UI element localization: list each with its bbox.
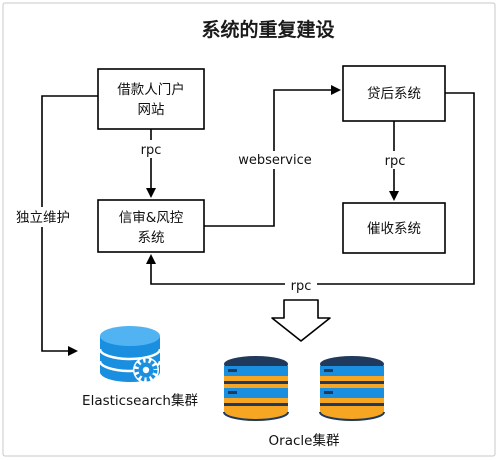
edge-label-bg <box>136 140 166 158</box>
edge-label-bg <box>380 151 410 169</box>
oracle-database-icon <box>319 356 385 421</box>
edge-label-loan-collection: rpc <box>385 154 406 169</box>
node-post-loan[interactable]: 贷后系统 <box>342 65 446 122</box>
edge-loan-to-credit <box>146 92 475 285</box>
edge-label-loan-credit: rpc <box>291 279 312 294</box>
oracle-cluster-label: Oracle集群 <box>269 433 340 449</box>
node-credit-risk-line2: 系统 <box>138 230 165 246</box>
elasticsearch-database-icon <box>98 326 162 383</box>
edge-label-bg <box>232 151 318 169</box>
node-borrower-portal-line1: 借款人门户 <box>117 81 185 98</box>
edge-label-bg <box>10 207 76 227</box>
edge-label-independent: 独立维护 <box>16 210 70 226</box>
edge-label-portal-credit: rpc <box>141 143 162 158</box>
node-borrower-portal-line2: 网站 <box>138 102 165 118</box>
diagram-title: 系统的重复建设 <box>201 18 334 41</box>
node-borrower-portal[interactable]: 借款人门户 网站 <box>97 68 205 130</box>
oracle-database-icon <box>223 356 289 421</box>
node-collection[interactable]: 催收系统 <box>342 202 446 254</box>
gear-icon <box>134 358 158 382</box>
edge-label-bg <box>285 276 317 294</box>
node-credit-risk[interactable]: 信审&风控 系统 <box>97 199 205 253</box>
edge-label-credit-loan: webservice <box>238 153 311 168</box>
node-post-loan-label: 贷后系统 <box>367 86 421 102</box>
down-hollow-arrow-icon <box>271 299 331 342</box>
node-collection-label: 催收系统 <box>367 221 421 237</box>
elasticsearch-cluster-label: Elasticsearch集群 <box>82 393 198 409</box>
node-credit-risk-line1: 信审&风控 <box>119 210 184 226</box>
